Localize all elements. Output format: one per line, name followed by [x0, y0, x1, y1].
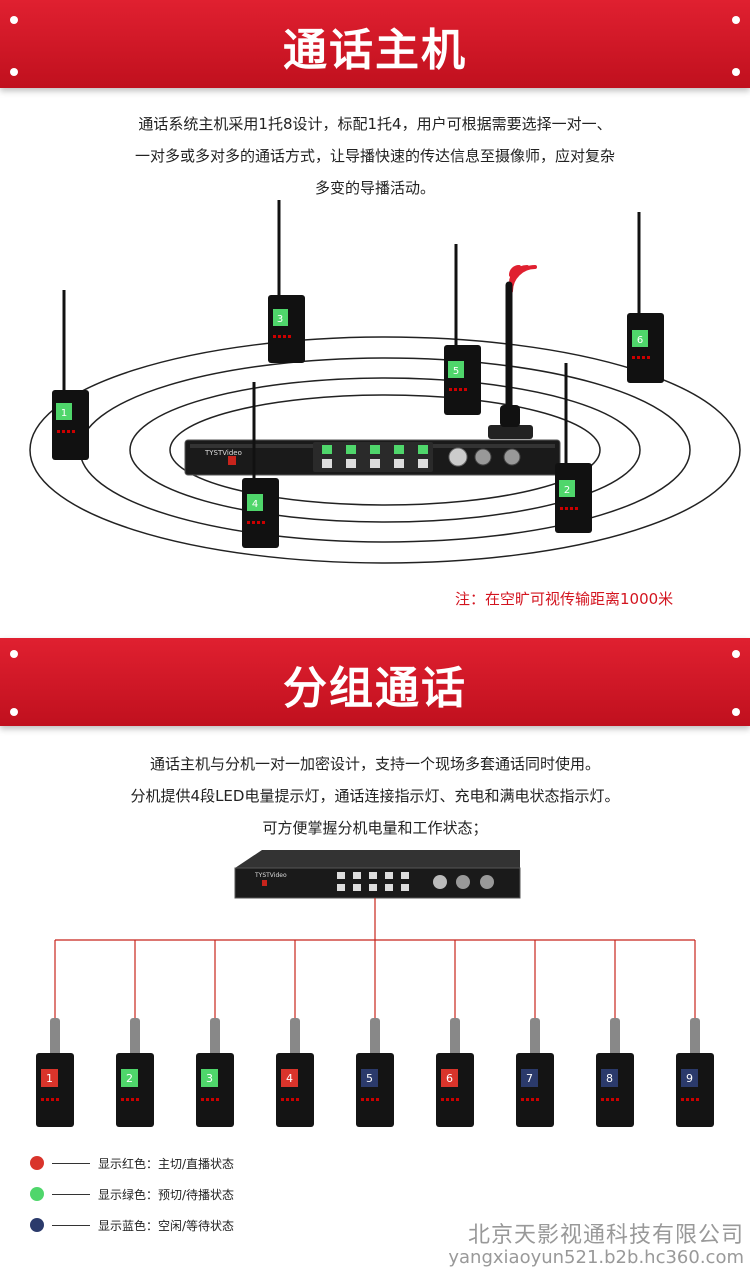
description-line: 多变的导播活动。	[314, 179, 435, 197]
beltpack-number: 5	[453, 366, 459, 377]
beltpack-5: 5	[356, 1018, 394, 1127]
beltpack-7: 7	[516, 1018, 554, 1127]
main-unit-brand: TYSTVideo	[254, 872, 287, 879]
section1-description: 通话系统主机采用1托8设计，标配1托4，用户可根据需要选择一对一、 一对多或多对…	[0, 108, 750, 204]
section2-banner: 分组通话	[0, 638, 750, 726]
beltpack-4: 4	[276, 1018, 314, 1127]
beltpack-3: 3	[196, 1018, 234, 1127]
beltpack-1: 1	[36, 1018, 74, 1127]
beltpack-8: 8	[596, 1018, 634, 1127]
watermark-company: 北京天影视通科技有限公司	[467, 1223, 744, 1248]
legend-text: 显示红色：主切/直播状态	[98, 1156, 235, 1171]
beltpack-5: 5	[444, 244, 481, 415]
beltpack-number: 4	[286, 1072, 293, 1085]
banner-dot	[732, 16, 740, 24]
connection-lines	[54, 898, 696, 1030]
banner-dot	[10, 708, 18, 716]
blue-status-dot	[30, 1218, 44, 1232]
banner-dot	[10, 16, 18, 24]
beltpack-number: 8	[606, 1072, 613, 1085]
legend-line	[52, 1162, 90, 1164]
wireless-signal-icon	[509, 265, 537, 293]
section1-title: 通话主机	[283, 25, 467, 76]
beltpack-number: 1	[61, 408, 67, 419]
group-call-diagram: TYSTVideo 1 2 3 4 5 6 7 8 9	[36, 850, 714, 1127]
legend-line	[52, 1224, 90, 1226]
beltpack-3: 3	[268, 200, 305, 363]
banner-dot	[732, 708, 740, 716]
beltpack-number: 3	[206, 1072, 213, 1085]
banner-dot	[732, 650, 740, 658]
description-line: 分机提供4段LED电量提示灯，通话连接指示灯、充电和满电状态指示灯。	[130, 787, 620, 805]
legend-blue: 显示蓝色：空闲/等待状态	[30, 1215, 234, 1235]
section1-banner: 通话主机	[0, 0, 750, 88]
description-line: 通话主机与分机一对一加密设计，支持一个现场多套通话同时使用。	[149, 755, 600, 773]
banner-dot	[10, 650, 18, 658]
beltpack-1: 1	[52, 290, 89, 460]
banner-dot	[10, 68, 18, 76]
beltpack-number: 4	[252, 499, 258, 510]
legend-red: 显示红色：主切/直播状态	[30, 1153, 234, 1173]
watermark-url: yangxiaoyun521.b2b.hc360.com	[448, 1247, 744, 1268]
beltpack-number: 3	[277, 314, 283, 325]
beltpack-4: 4	[242, 382, 279, 548]
green-status-dot	[30, 1187, 44, 1201]
section2-title: 分组通话	[283, 663, 467, 714]
legend-green: 显示绿色：预切/待播状态	[30, 1184, 234, 1204]
watermark: 北京天影视通科技有限公司 yangxiaoyun521.b2b.hc360.co…	[448, 1217, 744, 1268]
main-unit-brand: TYSTVideo	[204, 449, 242, 457]
beltpack-6: 6	[627, 212, 664, 383]
range-note: 注：在空旷可视传输距离1000米	[455, 590, 674, 608]
description-line: 一对多或多对多的通话方式，让导播快速的传达信息至摄像师，应对复杂	[134, 147, 615, 165]
beltpack-number: 1	[46, 1072, 53, 1085]
beltpack-number: 6	[446, 1072, 453, 1085]
beltpack-number: 5	[366, 1072, 373, 1085]
beltpack-number: 9	[686, 1072, 693, 1085]
red-status-dot	[30, 1156, 44, 1170]
description-line: 通话系统主机采用1托8设计，标配1托4，用户可根据需要选择一对一、	[138, 115, 612, 133]
beltpack-number: 2	[564, 485, 570, 496]
banner-dot	[732, 68, 740, 76]
legend-line	[52, 1193, 90, 1195]
main-unit-2: TYSTVideo	[234, 850, 521, 899]
intercom-range-illustration: TYSTVideo 1 3	[29, 200, 741, 564]
legend-text: 显示蓝色：空闲/等待状态	[98, 1218, 235, 1233]
section2-description: 通话主机与分机一对一加密设计，支持一个现场多套通话同时使用。 分机提供4段LED…	[0, 748, 750, 844]
description-line: 可方便掌握分机电量和工作状态；	[262, 819, 488, 837]
beltpack-number: 7	[526, 1072, 533, 1085]
beltpack-2: 2	[116, 1018, 154, 1127]
legend-text: 显示绿色：预切/待播状态	[98, 1187, 235, 1202]
beltpack-row: 1 2 3 4 5 6 7 8 9	[36, 1018, 714, 1127]
beltpack-2: 2	[555, 363, 592, 533]
beltpack-6: 6	[436, 1018, 474, 1127]
beltpack-9: 9	[676, 1018, 714, 1127]
main-unit: TYSTVideo	[184, 281, 561, 476]
beltpack-number: 2	[126, 1072, 133, 1085]
beltpack-number: 6	[637, 335, 643, 346]
